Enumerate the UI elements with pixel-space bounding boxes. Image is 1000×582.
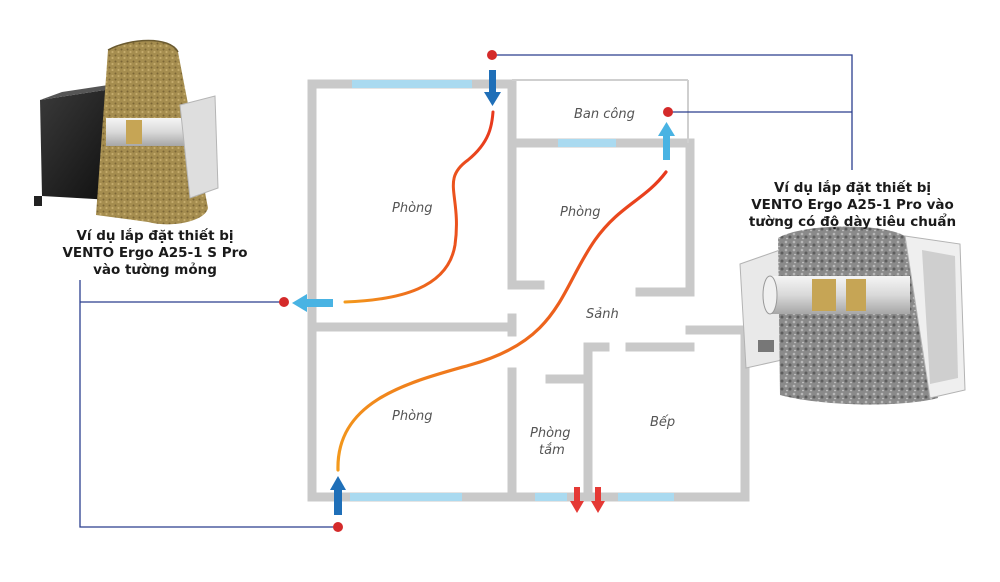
leader-caption-to-bottom	[79, 280, 338, 528]
arrow-supply-bottom	[330, 476, 346, 515]
arrow-extract-bath-1	[570, 487, 584, 513]
caption-right-line-1: Ví dụ lắp đặt thiết bị	[773, 180, 932, 196]
caption-right-line-2: VENTO Ergo A25-1 Pro vào	[751, 197, 954, 213]
airflow-path-main	[336, 170, 668, 472]
airflow-path-top-room	[343, 110, 495, 304]
marker-balcony	[663, 107, 673, 117]
arrow-supply-top	[484, 70, 501, 106]
arrow-exhaust-left	[292, 294, 333, 312]
walls	[307, 79, 750, 502]
window-bottom-kitchen	[618, 493, 674, 501]
room-label-kitchen: Bếp	[650, 415, 675, 430]
caption-right-line-3: tường có độ dày tiêu chuẩn	[748, 214, 957, 230]
room-label-bathroom-2: tắm	[539, 443, 565, 458]
marker-left	[279, 297, 289, 307]
leader-lines	[79, 54, 853, 528]
windows	[350, 80, 674, 501]
caption-thin-wall: Ví dụ lắp đặt thiết bị VENTO Ergo A25-1 …	[40, 228, 270, 279]
markers	[279, 50, 673, 532]
window-bottom-left	[350, 493, 462, 501]
room-label-hall: Sảnh	[586, 307, 619, 322]
room-label-balcony: Ban công	[574, 107, 635, 122]
caption-left-line-1: Ví dụ lắp đặt thiết bị	[76, 228, 234, 244]
room-label-bottom-left: Phòng	[392, 409, 433, 424]
caption-left-line-2: VENTO Ergo A25-1 S Pro	[62, 245, 248, 261]
marker-top	[487, 50, 497, 60]
leader-top-to-right	[492, 54, 853, 170]
room-label-top-left: Phòng	[392, 201, 433, 216]
window-balcony	[558, 139, 616, 147]
room-label-bathroom-1: Phòng	[530, 426, 571, 441]
caption-left-line-3: vào tường mỏng	[93, 262, 217, 278]
window-bottom-bath	[535, 493, 567, 501]
window-top-left	[352, 80, 472, 88]
room-label-top-right: Phòng	[560, 205, 601, 220]
arrow-extract-bath-2	[591, 487, 605, 513]
arrow-exhaust-balcony	[658, 122, 675, 160]
caption-standard-wall: Ví dụ lắp đặt thiết bị VENTO Ergo A25-1 …	[725, 180, 980, 231]
ventilator-thin-wall-cutaway-icon	[34, 39, 219, 225]
marker-bottom	[333, 522, 343, 532]
ventilator-standard-wall-cutaway-icon	[739, 226, 966, 405]
